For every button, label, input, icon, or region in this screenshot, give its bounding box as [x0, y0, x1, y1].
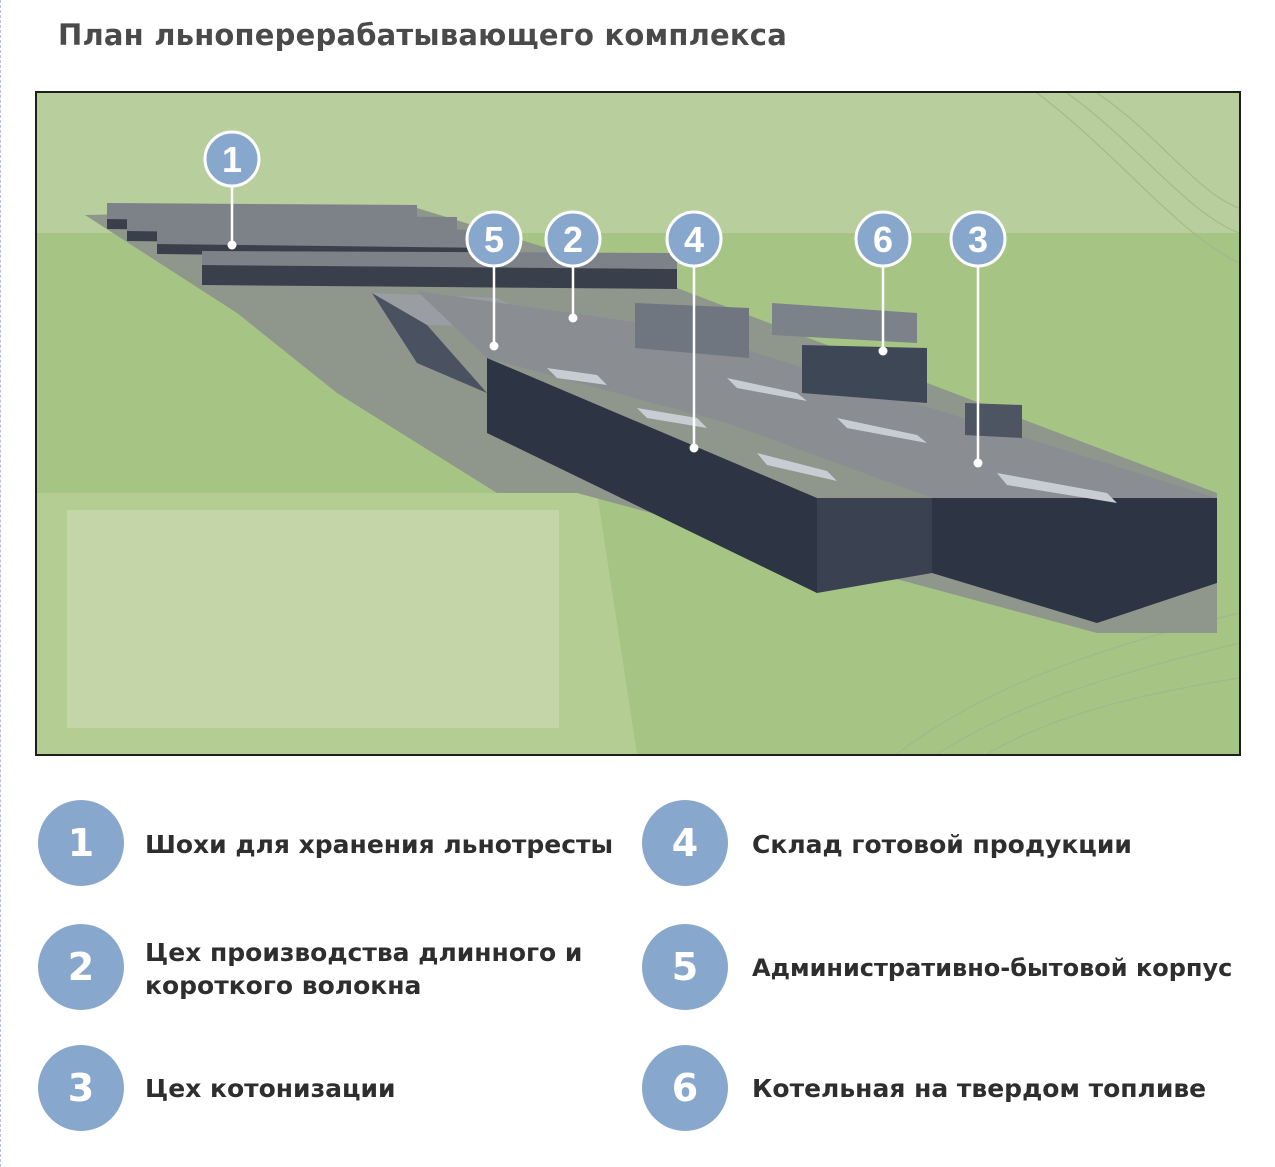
- boiler-building: [802, 345, 927, 403]
- page-title: План льноперерабатывающего комплекса: [58, 18, 787, 52]
- marker-3: 3: [949, 210, 1007, 268]
- marker-5-label: 5: [484, 219, 504, 260]
- marker-5: 5: [465, 210, 523, 268]
- legend-badge-2: 2: [38, 924, 124, 1010]
- legend-badge-4: 4: [642, 800, 728, 886]
- main-building-roof: [417, 291, 1217, 498]
- legend-label-3: Цех котонизации: [145, 1074, 396, 1103]
- legend-badge-3: 3: [38, 1045, 124, 1131]
- marker-4: 4: [665, 210, 723, 268]
- main-building-wall-left: [487, 358, 817, 593]
- marker-3-label: 3: [968, 219, 988, 260]
- empty-panel: [67, 510, 559, 728]
- legend-badge-1: 1: [38, 800, 124, 886]
- marker-2-label: 2: [563, 219, 583, 260]
- marker-6: 6: [854, 210, 912, 268]
- marker-4-label: 4: [684, 219, 704, 260]
- warehouse-annex: [635, 303, 749, 358]
- legend-badge-5: 5: [642, 924, 728, 1010]
- main-building-wall-front: [817, 498, 932, 593]
- legend-label-1: Шохи для хранения льнотресты: [145, 830, 614, 859]
- boiler-tank: [772, 303, 917, 343]
- storage-sheds: [107, 203, 677, 289]
- page-left-guide: [0, 0, 2, 1167]
- marker-6-label: 6: [873, 219, 893, 260]
- admin-building-wall: [372, 293, 487, 393]
- field-upper: [37, 93, 1239, 233]
- marker-2: 2: [544, 210, 602, 268]
- marker-1-label: 1: [222, 139, 242, 180]
- site-plan-illustration: 1 5 2 4 6 3: [35, 91, 1241, 756]
- legend-label-2-line1: Цех производства длинного и: [145, 938, 583, 967]
- legend-label-6: Котельная на твердом топливе: [752, 1074, 1207, 1103]
- roof-skylights: [547, 368, 1117, 503]
- legend-badge-6: 6: [642, 1045, 728, 1131]
- legend-label-4: Склад готовой продукции: [752, 830, 1132, 859]
- boiler-annex: [965, 403, 1022, 438]
- legend-label-2-line2: короткого волокна: [145, 971, 422, 1000]
- marker-1: 1: [203, 130, 261, 188]
- leader-dots: [227, 240, 983, 468]
- leader-lines: [230, 185, 980, 463]
- cotonization-wall: [932, 498, 1217, 623]
- legend-label-5: Административно-бытовой корпус: [752, 954, 1233, 982]
